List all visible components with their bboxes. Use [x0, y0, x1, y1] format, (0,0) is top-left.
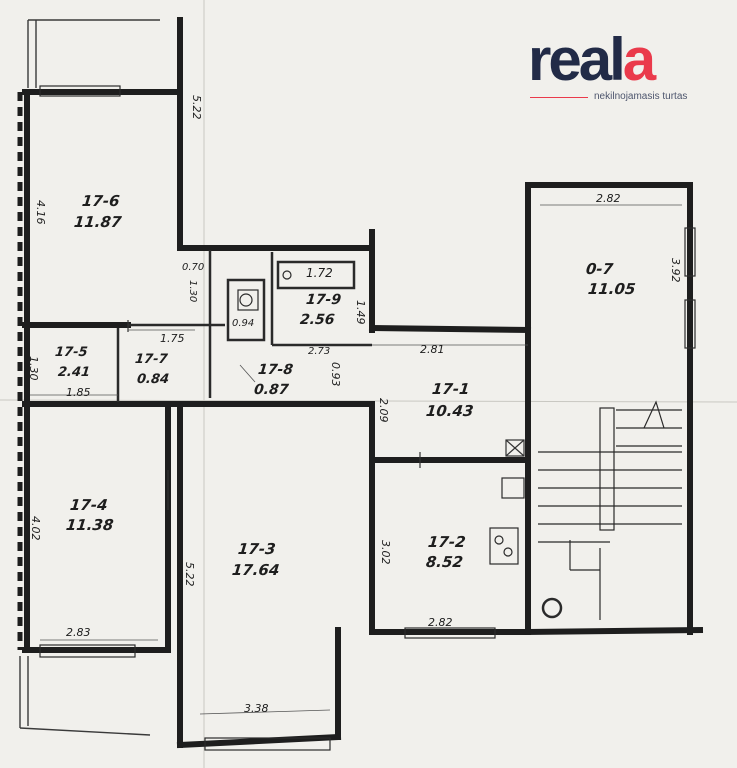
room-code-17-2: 17-2: [427, 533, 467, 551]
dim-3-38: 3.38: [244, 702, 269, 715]
dim-1-75: 1.75: [160, 332, 185, 345]
dim-2-82-top: 2.82: [596, 192, 621, 205]
room-area-17-3: 17.64: [231, 561, 281, 579]
thin-walls: [116, 250, 372, 402]
room-code-17-9: 17-9: [305, 292, 342, 308]
room-code-0-7: 0-7: [585, 260, 615, 278]
balcony-bottom: [19, 656, 151, 736]
dim-2-73: 2.73: [308, 346, 331, 357]
dim-1-85: 1.85: [66, 386, 91, 399]
room-code-17-6: 17-6: [81, 192, 121, 210]
dim-1-49: 1.49: [354, 300, 367, 325]
room-area-17-7: 0.84: [136, 372, 170, 387]
room-area-17-8: 0.87: [253, 382, 290, 398]
room-area-17-6: 11.87: [73, 213, 123, 231]
room-code-17-4: 17-4: [69, 496, 109, 514]
reala-logo: reala nekilnojamasis turtas: [528, 30, 708, 105]
room-area-0-7: 11.05: [587, 280, 637, 298]
room-code-17-7: 17-7: [134, 352, 169, 367]
dim-2-83: 2.83: [66, 626, 91, 639]
logo-tagline: nekilnojamasis turtas: [594, 91, 688, 102]
dim-2-81: 2.81: [420, 343, 445, 356]
dim-3-92: 3.92: [669, 258, 682, 283]
dimension-lines: [30, 204, 682, 715]
sanitary-fixtures: [237, 270, 563, 619]
balcony-top: [27, 19, 160, 88]
windows: [39, 85, 696, 751]
logo-word-main: real: [528, 26, 626, 93]
dim-1-30: 1.30: [187, 280, 198, 303]
dim-1-30-left: 1.30: [27, 356, 40, 381]
dim-3-02: 3.02: [379, 540, 392, 565]
dim-4-16: 4.16: [34, 200, 47, 225]
logo-word-accent: a: [622, 26, 656, 93]
room-code-17-8: 17-8: [257, 362, 294, 378]
room-area-17-2: 8.52: [425, 553, 464, 571]
dim-0-70: 0.70: [182, 262, 205, 273]
room-area-17-5: 2.41: [57, 365, 91, 380]
stairs: [538, 400, 682, 620]
dim-2-09: 2.09: [377, 398, 390, 423]
dim-0-94: 0.94: [232, 318, 255, 329]
logo-wordmark: reala: [528, 30, 656, 90]
dim-0-93: 0.93: [329, 362, 342, 387]
logo-rule: [530, 97, 588, 98]
dim-5-22-top: 5.22: [190, 95, 203, 120]
room-area-17-1: 10.43: [425, 402, 475, 420]
room-code-17-1: 17-1: [431, 380, 471, 398]
room-code-17-3: 17-3: [237, 540, 277, 558]
dim-5-22-mid: 5.22: [183, 562, 196, 587]
dim-1-72: 1.72: [306, 266, 333, 280]
room-code-17-5: 17-5: [54, 345, 89, 360]
room-area-17-4: 11.38: [65, 516, 115, 534]
dim-4-02: 4.02: [29, 516, 42, 541]
dim-2-82-bottom: 2.82: [428, 616, 453, 629]
room-area-17-9: 2.56: [299, 312, 336, 328]
